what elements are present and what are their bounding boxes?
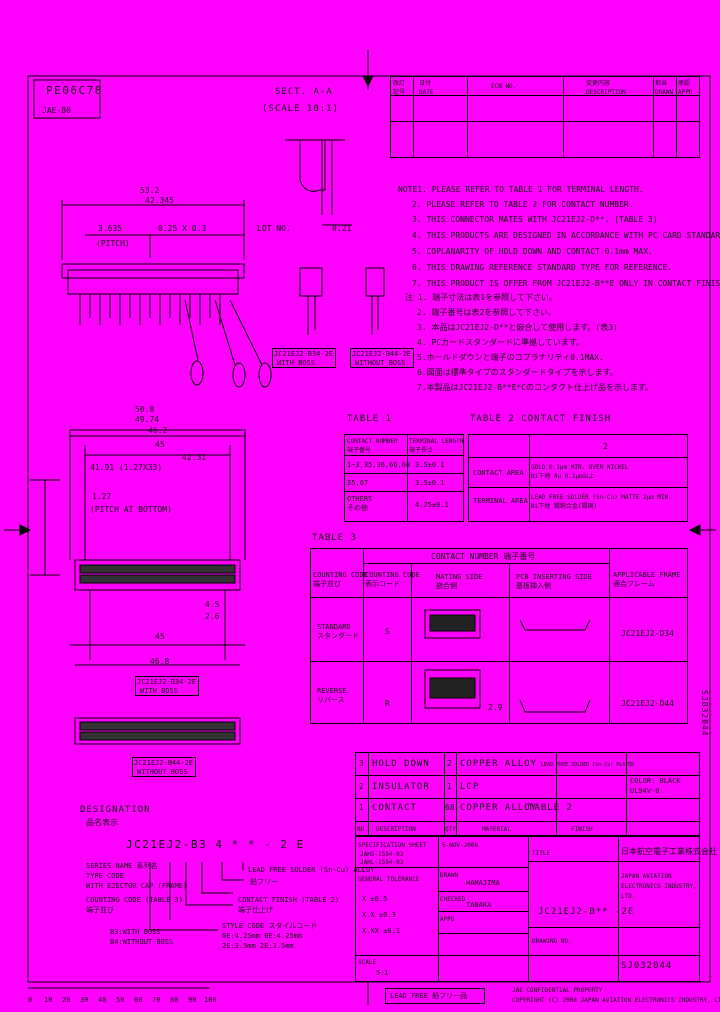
- dim-label: 1.27: [92, 492, 112, 501]
- note-line: 2. PLEASE REFER TO TABLE 2 FOR CONTACT N…: [412, 200, 634, 209]
- table2: 2 CONTACT AREA GOLD 0.1μm MIN. OVER NICK…: [468, 434, 688, 522]
- dim-label: (PITCH): [96, 239, 130, 248]
- dim-label: (PITCH AT BOTTOM): [90, 505, 172, 514]
- dim-label: LOT NO.: [257, 224, 291, 233]
- part-label-box: JC21EJ2-B34-2E WITH BOSS: [135, 676, 199, 696]
- table3-title: TABLE 3: [312, 533, 357, 543]
- note-line: NOTE1. PLEASE REFER TO TABLE 1 FOR TERMI…: [398, 185, 644, 194]
- note-line: 注 1. 端子寸法は表1を参照して下さい。: [405, 293, 557, 302]
- drawing-subcode: JAE-80: [42, 106, 71, 115]
- copyright-line: JAE CONFIDENTIAL PROPERTY: [512, 987, 603, 994]
- title-block: SPECIFICATION SHEET JAHS-1554-03 JAHL-15…: [355, 836, 717, 982]
- note-line: 4. THIS PRODUCTS ARE DESIGNED IN ACCORDA…: [412, 231, 720, 240]
- dim-label: 46.8: [150, 657, 170, 666]
- rev-header-drawn: 担当 DRAWN: [655, 80, 674, 96]
- dim-label: 50.8: [135, 405, 155, 414]
- note-line: 5.ホールドダウンと端子のコプラナリティ0.1MAX.: [417, 353, 604, 362]
- rev-header-symbol: 改訂 記号: [393, 80, 406, 96]
- part-label-box: JC21EJ2-B44-2E WITHOUT BOSS: [132, 757, 196, 777]
- table2-title: TABLE 2 CONTACT FINISH: [470, 414, 612, 424]
- dim-label: 42.345: [145, 196, 174, 205]
- dim-label: 4.5: [205, 600, 220, 609]
- dim-label: 41.91 (1.27X33): [90, 463, 163, 472]
- part-label-box: JC21EJ2-B34-2E WITH BOSS: [272, 348, 336, 368]
- note-line: 4. PCカードスタンダードに準拠しています。: [417, 338, 585, 347]
- dim-label: 53.2: [140, 186, 160, 195]
- rev-header-description: 変更内容 DESCRIPTION: [586, 80, 626, 96]
- dim-label: 3.635: [98, 224, 123, 233]
- drawing-code: PE06C78: [46, 84, 103, 97]
- designation-code: JC21EJ2-B3 4 * * - 2 E: [126, 838, 305, 851]
- section-title: SECT. A-A: [275, 87, 333, 97]
- dim-label: 0.25 X 0.3: [158, 224, 207, 233]
- note-line: 6.図面は標準タイプのスタンダードタイプを示します。: [417, 368, 618, 377]
- dim-label: 45: [155, 632, 165, 641]
- rev-header-appd: 承認 APPD: [678, 80, 693, 96]
- revision-table: 改訂 記号 日付 DATE ECN NO. 変更内容 DESCRIPTION 担…: [390, 76, 700, 158]
- dim-label: 45: [155, 440, 165, 449]
- note-line: 3. 本品はJC21EJ2-D**と嵌合して使用します。(表3): [417, 323, 618, 332]
- designation-subtitle: 品名表示: [86, 818, 118, 827]
- table1-title: TABLE 1: [347, 414, 392, 424]
- note-line: 7.本製品はJC21EJ2-B**E*Cのコンタクト仕上げ品を示します。: [417, 383, 654, 392]
- bom-table: 3 HOLD DOWN 2 COPPER ALLOY LEAD FREE SOL…: [355, 752, 700, 836]
- rev-header-ecn: ECN NO.: [491, 83, 517, 90]
- note-line: 6. THIS DRAWING REFERENCE STANDARD TYPE …: [412, 263, 673, 272]
- dim-label: 42.31: [182, 453, 207, 462]
- table3: CONTACT NUMBER 端子番号 COUNTING CODE 端子並び C…: [310, 548, 688, 724]
- dim-label: 0.21: [332, 224, 352, 233]
- note-line: 7. THIS PRODUCT IS OFFER FROM JC21EJ2-B*…: [412, 279, 720, 288]
- note-line: 5. COPLANARITY OF HOLD DOWN AND CONTACT …: [412, 247, 653, 256]
- note-line: 2. 端子番号は表2を参照して下さい。: [417, 308, 557, 317]
- dim-label: 2.6: [205, 612, 220, 621]
- section-scale: (SCALE 10:1): [262, 104, 340, 114]
- note-line: 3. THIS CONNECTOR MATES WITH JC21EJ2-D**…: [412, 215, 658, 224]
- dim-label: 46.2: [148, 426, 168, 435]
- copyright-line: COPYRIGHT (C) 2008 JAPAN AVIATION ELECTR…: [512, 997, 720, 1004]
- designation-title: DESIGNATION: [80, 805, 151, 815]
- side-drawing-number: SJ032044: [700, 690, 709, 737]
- part-label-box: JC21EJ2-B44-2E WITHOUT BOSS: [350, 348, 414, 368]
- rev-header-date: 日付 DATE: [419, 80, 434, 96]
- dim-label: 49.74: [135, 415, 160, 424]
- lead-free-badge: LEAD FREE 鉛フリー品: [385, 988, 485, 1004]
- dim-label: 2.9: [488, 703, 503, 712]
- table1: CONTACT NUMBER 端子番号 TERMINAL LENGTH 端子長さ…: [344, 434, 464, 522]
